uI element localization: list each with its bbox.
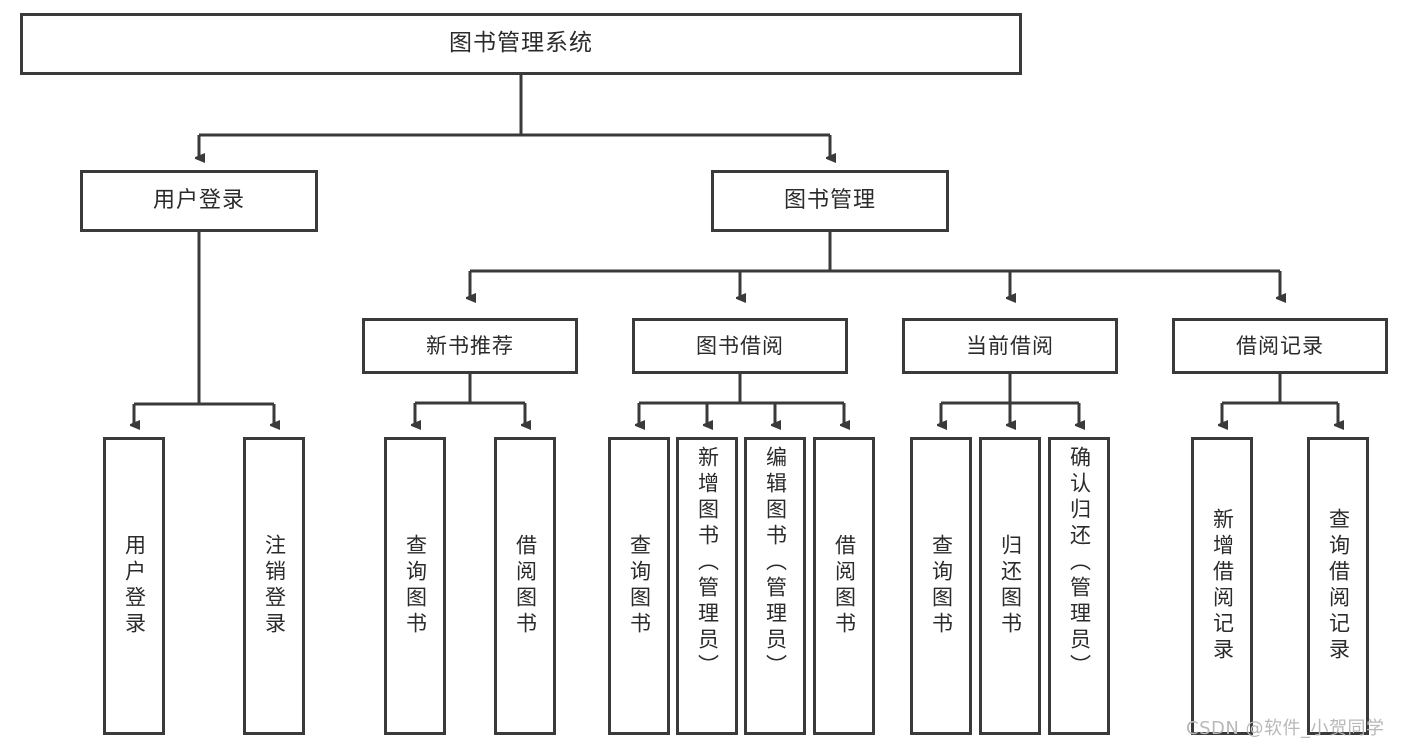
- leaf-user-login-logout[interactable]: 注销登录: [243, 437, 305, 735]
- leaf-borrow-borrow-book[interactable]: 借阅图书: [813, 437, 875, 735]
- node-label: 借阅图书: [513, 534, 538, 638]
- node-label: 新书推荐: [426, 333, 514, 358]
- node-label: 图书管理: [783, 187, 876, 213]
- node-label: 归还图书: [998, 534, 1023, 638]
- node-label: 查询图书: [403, 534, 428, 638]
- leaf-recommend-borrow-book[interactable]: 借阅图书: [494, 437, 556, 735]
- leaf-recommend-query-book[interactable]: 查询图书: [384, 437, 446, 735]
- node-label: 新增借阅记录: [1210, 508, 1235, 664]
- leaf-record-add-record[interactable]: 新增借阅记录: [1191, 437, 1253, 735]
- leaf-current-query-book[interactable]: 查询图书: [910, 437, 972, 735]
- node-book-management[interactable]: 图书管理: [711, 170, 949, 232]
- node-label: 确认归还（管理员）: [1067, 446, 1092, 680]
- node-label: 图书借阅: [696, 333, 784, 358]
- node-label: 图书管理系统: [449, 30, 593, 57]
- node-label: 借阅图书: [832, 534, 857, 638]
- node-user-login[interactable]: 用户登录: [80, 170, 318, 232]
- leaf-user-login-signin[interactable]: 用户登录: [103, 437, 165, 735]
- node-current-borrow[interactable]: 当前借阅: [902, 318, 1118, 374]
- node-book-borrow[interactable]: 图书借阅: [632, 318, 848, 374]
- leaf-borrow-query-book[interactable]: 查询图书: [608, 437, 670, 735]
- node-label: 用户登录: [152, 187, 245, 213]
- watermark-text: CSDN @软件_小贺同学: [1186, 718, 1385, 739]
- node-label: 注销登录: [262, 534, 287, 638]
- leaf-record-query-record[interactable]: 查询借阅记录: [1307, 437, 1369, 735]
- node-new-book-recommend[interactable]: 新书推荐: [362, 318, 578, 374]
- node-label: 查询借阅记录: [1326, 508, 1351, 664]
- node-label: 编辑图书（管理员）: [763, 446, 788, 680]
- node-label: 查询图书: [627, 534, 652, 638]
- leaf-current-return-book[interactable]: 归还图书: [979, 437, 1041, 735]
- node-root-system[interactable]: 图书管理系统: [20, 13, 1022, 75]
- leaf-current-confirm-return-admin[interactable]: 确认归还（管理员）: [1048, 437, 1110, 735]
- node-label: 借阅记录: [1236, 333, 1324, 358]
- node-label: 用户登录: [122, 534, 147, 638]
- node-label: 当前借阅: [966, 333, 1054, 358]
- node-label: 查询图书: [929, 534, 954, 638]
- node-borrow-record[interactable]: 借阅记录: [1172, 318, 1388, 374]
- node-label: 新增图书（管理员）: [695, 446, 720, 680]
- leaf-borrow-edit-book-admin[interactable]: 编辑图书（管理员）: [744, 437, 806, 735]
- leaf-borrow-add-book-admin[interactable]: 新增图书（管理员）: [676, 437, 738, 735]
